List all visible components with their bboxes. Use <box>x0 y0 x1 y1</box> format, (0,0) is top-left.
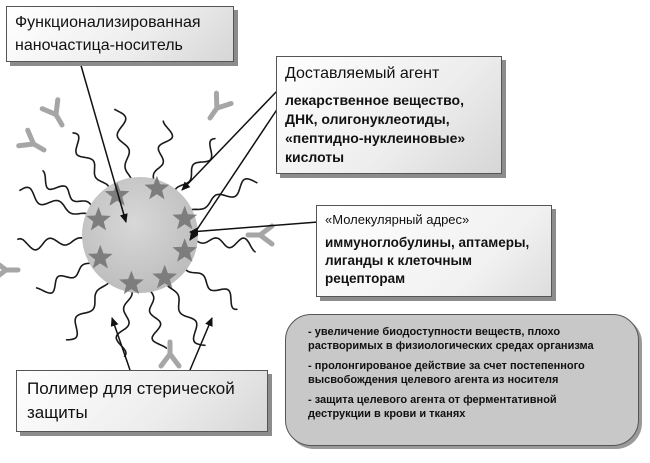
antibody-stroke <box>245 223 275 247</box>
polymer-chain <box>42 170 94 209</box>
drug-star <box>119 270 144 295</box>
polymer-label-line-1: Полимер для стерической <box>27 379 235 398</box>
drug-agent-stars <box>86 175 198 295</box>
antibody-stroke <box>0 258 21 282</box>
pointer-arrow <box>110 317 131 371</box>
drug-star <box>86 206 111 231</box>
polymer-label-line-2: защиты <box>27 403 88 422</box>
antibody-ligands <box>0 90 275 369</box>
benefit-item-bioavailability: - увеличение биодоступности веществ, пло… <box>308 325 624 353</box>
drug-star <box>152 264 177 289</box>
pointer-arrows <box>79 61 319 371</box>
drug-star <box>172 205 198 230</box>
polymer-chain <box>19 186 91 216</box>
nanoparticle-core <box>82 177 198 293</box>
antibody-y <box>158 339 182 369</box>
address-body-line-2: лиганды к клеточным <box>325 253 473 268</box>
agent-body-line-2: ДНК, олигонуклеотиды, <box>285 111 450 127</box>
agent-body-line-3: «пептидно-нуклеиновые» <box>285 130 466 146</box>
polymer-chain <box>187 177 258 212</box>
molecular-address-body: иммуноглобулины, аптамеры, лиганды к кле… <box>325 234 543 288</box>
antibody-stroke <box>207 90 234 121</box>
molecular-address-title: «Молекулярный адрес» <box>325 212 470 227</box>
delivered-agent-box: Доставляемый агент лекарственное веществ… <box>276 56 502 174</box>
polymer-chain <box>164 282 206 347</box>
antibody-stroke <box>39 97 65 128</box>
antibody-y <box>16 127 47 153</box>
polymer-chain <box>35 262 95 295</box>
polymer-chain <box>114 108 134 183</box>
pointer-arrow <box>181 89 279 191</box>
drug-star <box>87 244 113 269</box>
drug-star <box>144 175 170 200</box>
pointer-arrow <box>189 221 319 236</box>
polymer-chain <box>65 279 112 341</box>
delivered-agent-body: лекарственное вещество, ДНК, олигонуклео… <box>285 91 493 167</box>
agent-body-line-1: лекарственное вещество, <box>285 92 464 108</box>
antibody-y <box>245 223 275 247</box>
benefit-item-protection: - защита целевого агента от ферментативн… <box>308 393 624 421</box>
polymer-chains <box>17 108 258 357</box>
molecular-address-box: «Молекулярный адрес» иммуноглобулины, ап… <box>316 205 552 297</box>
pointer-arrow <box>189 101 283 241</box>
benefit-2-line-1: - пролонгированое действие за счет посте… <box>308 360 585 372</box>
drug-star <box>172 238 198 262</box>
benefit-3-line-2: деструкции в крови и тканях <box>308 408 466 420</box>
benefit-item-prolonged: - пролонгированое действие за счет посте… <box>308 359 624 387</box>
polymer-chain <box>152 120 174 184</box>
carrier-label-line-2: наночастица-носитель <box>15 37 183 54</box>
polymer-chain <box>193 237 256 253</box>
antibody-y <box>39 97 65 128</box>
antibody-y <box>207 90 234 121</box>
agent-body-line-4: кислоты <box>285 149 345 165</box>
steric-polymer-box: Полимер для стерической защиты <box>16 370 268 432</box>
antibody-stroke <box>158 339 182 369</box>
delivered-agent-title: Доставляемый агент <box>285 65 440 82</box>
address-body-line-1: иммуноглобулины, аптамеры, <box>325 235 530 250</box>
antibody-stroke <box>16 127 47 153</box>
pointer-arrow <box>79 61 128 223</box>
polymer-chain <box>17 236 87 251</box>
benefit-3-line-1: - защита целевого агента от ферментативн… <box>308 394 557 406</box>
pointer-arrow <box>189 317 213 371</box>
polymer-chain <box>182 266 238 311</box>
benefit-2-line-2: высвобождения целевого агента из носител… <box>308 374 559 386</box>
antibody-y <box>0 258 21 282</box>
polymer-chain <box>172 137 216 194</box>
polymer-chain <box>72 132 112 191</box>
drug-star <box>104 182 130 206</box>
polymer-chain <box>147 287 168 349</box>
benefits-box: - увеличение биодоступности веществ, пло… <box>285 314 639 446</box>
benefit-1-line-1: - увеличение биодоступности веществ, пло… <box>308 326 561 338</box>
benefit-1-line-2: растворимых в физиологических средах орг… <box>308 340 594 352</box>
carrier-label-line-1: Функционализированная <box>15 14 201 31</box>
polymer-chain <box>115 287 134 357</box>
carrier-label-box: Функционализированная наночастица-носите… <box>6 6 234 62</box>
address-body-line-3: рецепторам <box>325 271 406 286</box>
